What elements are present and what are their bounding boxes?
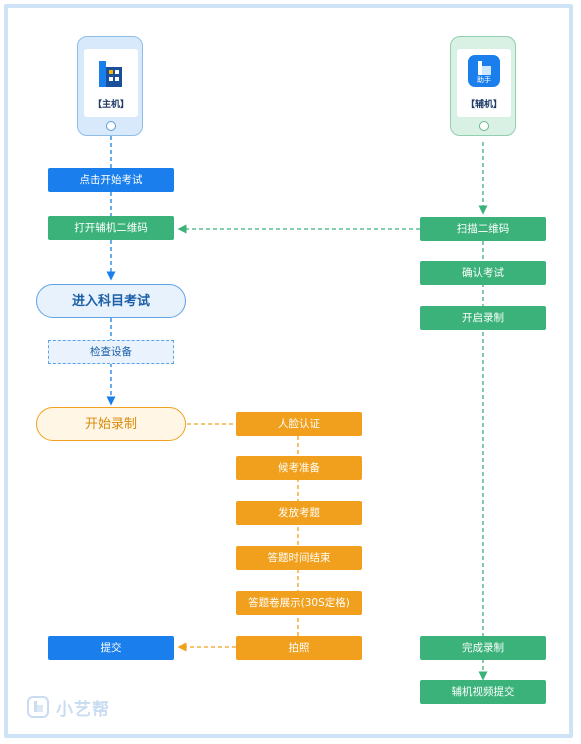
helper-app-icon-text: 助手 bbox=[477, 76, 491, 84]
start-record-step: 开始录制 bbox=[36, 407, 186, 441]
open-record-step: 开启录制 bbox=[420, 306, 546, 330]
start-exam-step: 点击开始考试 bbox=[48, 168, 174, 192]
open-qr-step: 打开辅机二维码 bbox=[48, 216, 174, 240]
photo-step: 拍照 bbox=[236, 636, 362, 660]
aux-phone-label: 【辅机】 bbox=[465, 100, 502, 110]
distribute-step: 发放考题 bbox=[236, 501, 362, 525]
end-time-step: 答题时间结束 bbox=[236, 546, 362, 570]
show-sheet-step: 答题卷展示(30S定格) bbox=[236, 591, 362, 615]
submit-video-step: 辅机视频提交 bbox=[420, 680, 546, 704]
scan-qr-step: 扫描二维码 bbox=[420, 217, 546, 241]
prepare-step: 候考准备 bbox=[236, 456, 362, 480]
face-auth-step: 人脸认证 bbox=[236, 412, 362, 436]
enter-exam-step: 进入科目考试 bbox=[36, 284, 186, 318]
brand-name: 小艺帮 bbox=[56, 699, 110, 720]
aux-home-button bbox=[479, 121, 489, 131]
submit-step: 提交 bbox=[48, 636, 174, 660]
host-phone-screen: 【主机】 bbox=[84, 49, 138, 117]
xiaoyibang-logo-icon bbox=[27, 696, 49, 718]
finish-record-step: 完成录制 bbox=[420, 636, 546, 660]
check-device-step: 检查设备 bbox=[48, 340, 174, 364]
brand-watermark: 小艺帮 bbox=[26, 694, 110, 720]
host-home-button bbox=[106, 121, 116, 131]
confirm-exam-step: 确认考试 bbox=[420, 261, 546, 285]
building-logo-icon bbox=[99, 61, 122, 87]
helper-app-icon: 助手 bbox=[468, 55, 500, 87]
aux-phone-screen: 助手 【辅机】 bbox=[457, 49, 511, 117]
aux-phone: 助手 【辅机】 bbox=[450, 36, 516, 136]
host-phone: 【主机】 bbox=[77, 36, 143, 136]
host-phone-label: 【主机】 bbox=[92, 100, 129, 110]
